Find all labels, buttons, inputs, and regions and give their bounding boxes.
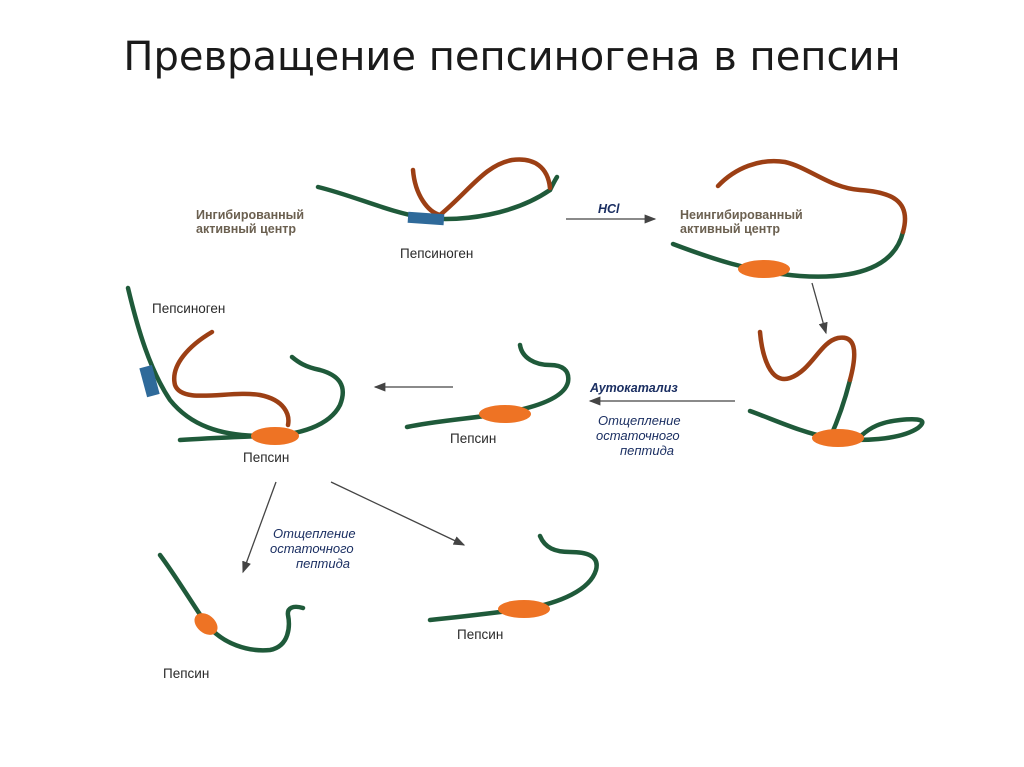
cleavage-right-label-1: Отщепление <box>598 413 681 428</box>
pepsin-middle-chain <box>404 342 571 430</box>
uninhibited-site-label-2: активный центр <box>680 222 780 236</box>
pepsin-bottom-right-label: Пепсин <box>457 627 503 642</box>
pepsin-bottom-left-chain <box>157 552 306 653</box>
down-arrow-right <box>811 282 828 335</box>
uninhibited-chain <box>670 229 906 279</box>
cleavage-bottom-label-1: Отщепление <box>273 526 356 541</box>
pepsinogen-inhibited-molecule <box>315 157 560 226</box>
inhibited-site-label-2: активный центр <box>196 222 296 236</box>
pepsin-bottom-left-molecule <box>157 552 306 653</box>
slide-title: Превращение пепсиногена в пепсин <box>123 34 901 80</box>
pepsinogen-top-label: Пепсиноген <box>400 246 473 261</box>
active-site <box>194 613 218 635</box>
hcl-label: HCl <box>598 202 620 216</box>
pepsin-bottom-right-molecule <box>427 533 599 623</box>
active-site <box>498 600 550 618</box>
inhibited-site-label-1: Ингибированный <box>196 208 304 222</box>
pepsin-left-label: Пепсин <box>243 450 289 465</box>
autocat-propeptide <box>757 329 857 383</box>
pepsinogen-uninhibited-molecule <box>670 158 908 279</box>
uninhibited-site-label-1: Неингибированный <box>680 208 803 222</box>
autocatalysis-label: Аутокатализ <box>589 381 678 395</box>
propeptide-loop <box>410 157 553 218</box>
active-site <box>738 260 790 278</box>
cleavage-right-label-2: остаточного <box>596 428 680 443</box>
inhibitor-block <box>407 211 445 226</box>
pepsinogen-pepsin-complex <box>125 285 346 445</box>
pepsinogen-left-label: Пепсиноген <box>152 301 225 316</box>
cleavage-bottom-label-3: пептида <box>296 556 350 571</box>
inhibitor-block <box>139 364 160 398</box>
autocatalysis-molecule <box>747 329 925 447</box>
autocat-chain <box>747 408 925 443</box>
complex-propeptide <box>171 329 291 428</box>
uninhibited-propeptide <box>715 158 908 235</box>
pepsin-bottom-left-label: Пепсин <box>163 666 209 681</box>
active-site <box>251 427 299 445</box>
down-arrow-right-diagonal <box>330 481 466 546</box>
cleavage-right-label-3: пептида <box>620 443 674 458</box>
active-site <box>812 429 864 447</box>
pepsin-bottom-right-chain <box>427 533 599 623</box>
cleavage-bottom-label-2: остаточного <box>270 541 354 556</box>
active-site <box>479 405 531 423</box>
down-arrow-left <box>242 481 277 574</box>
pepsin-middle-molecule <box>404 342 571 430</box>
pepsin-middle-label: Пепсин <box>450 431 496 446</box>
